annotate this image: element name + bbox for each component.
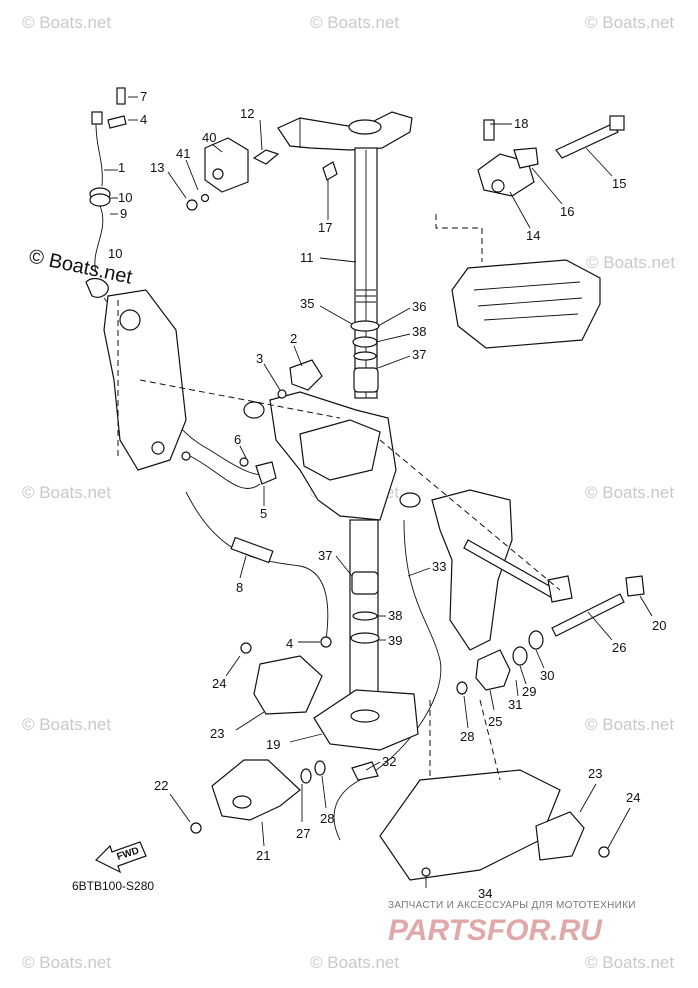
callout-label: 41 [176,146,190,161]
callout-layer: 7 4 1 10 9 10 12 40 41 13 17 11 18 14 16… [104,89,666,901]
callout-label: 24 [212,676,226,691]
callout-label: 18 [514,116,528,131]
callout-label: 29 [522,684,536,699]
callout-label: 37 [318,548,332,563]
diagram-code: 6BTB100-S280 [72,879,154,893]
callout-label: 35 [300,296,314,311]
callout-label: 7 [140,89,147,104]
callout-label: 24 [626,790,640,805]
callout-label: 5 [260,506,267,521]
callout-label: 31 [508,697,522,712]
watermark: © Boats.net [585,715,674,734]
callout-label: 10 [108,246,122,261]
watermark: © Boats.net [22,953,111,972]
callout-label: 13 [150,160,164,175]
callout-label: 4 [140,112,147,127]
callout-label: 36 [412,299,426,314]
callout-label: 16 [560,204,574,219]
watermark: © Boats.net [22,715,111,734]
callout-label: 6 [234,432,241,447]
watermark: © Boats.net [585,483,674,502]
callout-label: 27 [296,826,310,841]
callout-label: 38 [412,324,426,339]
callout-label: 20 [652,618,666,633]
callout-label: 14 [526,228,540,243]
callout-label: 32 [382,754,396,769]
watermark: © Boats.net [22,13,111,32]
callout-label: 4 [286,636,293,651]
callout-label: 34 [478,886,492,901]
watermark: © Boats.net [310,953,399,972]
callout-label: 10 [118,190,132,205]
fwd-arrow [94,841,147,874]
watermark: © Boats.net [22,483,111,502]
shop-subtitle: ЗАПЧАСТИ И АКСЕССУАРЫ ДЛЯ МОТОТЕХНИКИ [388,900,636,911]
callout-label: 22 [154,778,168,793]
watermark: © Boats.net [586,253,675,272]
watermark: © Boats.net [310,13,399,32]
callout-label: 25 [488,714,502,729]
shop-brand: PARTSFOR.RU [388,914,603,947]
callout-label: 39 [388,633,402,648]
callout-label: 33 [432,559,446,574]
callout-label: 9 [120,206,127,221]
callout-label: 23 [210,726,224,741]
callout-label: 26 [612,640,626,655]
callout-label: 37 [412,347,426,362]
callout-label: 2 [290,331,297,346]
watermark: © Boats.net [585,953,674,972]
callout-label: 8 [236,580,243,595]
callout-label: 11 [300,250,314,265]
drawing-layer: FWD [85,87,645,881]
callout-label: 3 [256,351,263,366]
callout-label: 40 [202,130,216,145]
watermark: © Boats.net [585,13,674,32]
callout-label: 1 [118,160,125,175]
callout-label: 28 [320,811,334,826]
callout-label: 21 [256,848,270,863]
callout-label: 30 [540,668,554,683]
callout-label: 19 [266,737,280,752]
callout-label: 12 [240,106,254,121]
callout-label: 23 [588,766,602,781]
callout-label: 15 [612,176,626,191]
callout-label: 17 [318,220,332,235]
callout-label: 38 [388,608,402,623]
callout-label: 28 [460,729,474,744]
